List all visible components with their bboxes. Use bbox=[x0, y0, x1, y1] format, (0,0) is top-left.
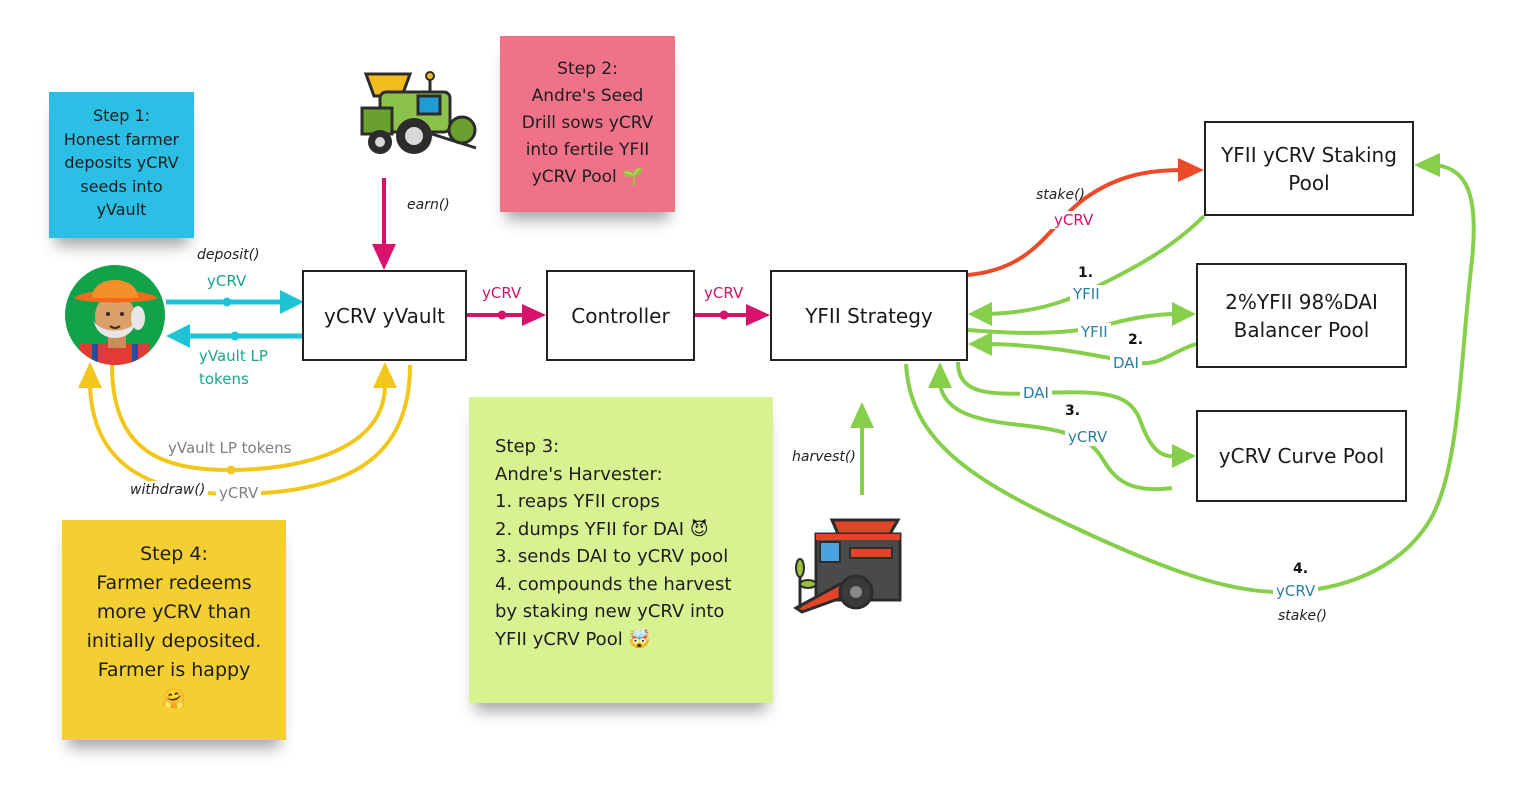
node-label: Pool bbox=[1288, 170, 1330, 195]
node-label: Controller bbox=[571, 303, 670, 328]
step4-line: initially deposited. bbox=[86, 630, 262, 652]
step4-line: Farmer redeems bbox=[96, 572, 252, 594]
step2-line: Drill sows yCRV bbox=[521, 113, 654, 133]
sticky-note-step1: Step 1: Honest farmer deposits yCRV seed… bbox=[49, 92, 194, 238]
node-label: yCRV Curve Pool bbox=[1218, 444, 1385, 468]
node-curve-pool[interactable]: yCRV Curve Pool bbox=[1196, 410, 1407, 502]
step1-line: Honest farmer bbox=[63, 129, 180, 149]
vault-to-controller-arrow bbox=[467, 304, 546, 326]
node-balancer-pool[interactable]: 2%YFII 98%DAI Balancer Pool bbox=[1196, 263, 1407, 368]
step3-line: 4. compounds the harvest bbox=[495, 573, 732, 595]
lp-tokens-arrow bbox=[166, 324, 302, 348]
stake-function-label: stake() bbox=[1036, 187, 1086, 203]
lp-tokens-label-line1: yVault LP bbox=[199, 347, 268, 365]
withdraw-lp-arrow bbox=[110, 362, 397, 475]
step4-token-label: yCRV bbox=[1273, 582, 1319, 600]
stake-arrow bbox=[967, 158, 1204, 277]
step3-line: 2. dumps YFII for DAI 😈 bbox=[495, 518, 709, 540]
step3-number: 3. bbox=[1065, 403, 1081, 419]
lp-tokens-label-line2: tokens bbox=[199, 370, 249, 388]
step3-in-token-label: yCRV bbox=[1065, 428, 1111, 446]
step2-line: Step 2: bbox=[557, 59, 618, 79]
withdraw-function-label: withdraw() bbox=[127, 481, 209, 499]
step3-line: YFII yCRV Pool 🤯 bbox=[495, 628, 651, 650]
withdraw-lp-tokens-label: yVault LP tokens bbox=[168, 439, 292, 457]
stake-token-label: yCRV bbox=[1051, 211, 1097, 229]
node-label: YFII Strategy bbox=[805, 303, 933, 328]
combine-harvester-icon bbox=[793, 518, 902, 614]
node-label: yCRV yVault bbox=[324, 303, 445, 328]
node-label: Balancer Pool bbox=[1233, 317, 1370, 342]
step2-line: yCRV Pool 🌱 bbox=[531, 167, 644, 187]
step4-line: Farmer is happy bbox=[97, 659, 251, 681]
step2-in-token-label: DAI bbox=[1110, 354, 1142, 372]
step3-line: Step 3: bbox=[495, 436, 560, 457]
earn-arrow bbox=[372, 178, 396, 270]
step2-line: Andre's Seed bbox=[531, 86, 644, 106]
step3-line: by staking new yCRV into bbox=[495, 601, 725, 622]
controller-to-strategy-token-label: yCRV bbox=[704, 284, 744, 302]
farmer-avatar-icon bbox=[65, 265, 165, 365]
sticky-note-step3: Step 3: Andre's Harvester: 1. reaps YFII… bbox=[469, 397, 773, 703]
node-staking-pool[interactable]: YFII yCRV Staking Pool bbox=[1204, 121, 1414, 216]
step3-line: 3. sends DAI to yCRV pool bbox=[495, 546, 729, 567]
vault-to-controller-token-label: yCRV bbox=[482, 284, 522, 302]
harvest-arrow bbox=[850, 402, 874, 495]
step3-line: 1. reaps YFII crops bbox=[495, 491, 660, 512]
node-yfii-strategy[interactable]: YFII Strategy bbox=[770, 270, 968, 361]
controller-to-strategy-arrow bbox=[695, 304, 770, 326]
step3-out-token-label: DAI bbox=[1020, 384, 1052, 402]
node-ycrv-yvault[interactable]: yCRV yVault bbox=[302, 270, 467, 361]
step1-line: yVault bbox=[96, 200, 147, 219]
step1-line: Step 1: bbox=[92, 106, 151, 125]
step4-line: Step 4: bbox=[140, 543, 208, 565]
node-label: YFII yCRV Staking bbox=[1221, 142, 1397, 167]
seed-drill-tractor-icon bbox=[360, 71, 477, 154]
deposit-arrow bbox=[166, 290, 304, 314]
sticky-note-step2: Step 2: Andre's Seed Drill sows yCRV int… bbox=[500, 36, 675, 212]
step3-dai-arrow bbox=[956, 361, 1196, 468]
deposit-token-label: yCRV bbox=[207, 272, 247, 290]
harvest-function-label: harvest() bbox=[792, 449, 856, 465]
node-controller[interactable]: Controller bbox=[546, 270, 695, 361]
step2-out-token-label: YFII bbox=[1078, 323, 1111, 341]
step4-line: more yCRV than bbox=[96, 601, 252, 623]
sticky-note-step4: Step 4: Farmer redeems more yCRV than in… bbox=[62, 520, 286, 740]
step1-line: seeds into bbox=[80, 176, 163, 196]
step1-yfii-arrow bbox=[968, 214, 1206, 326]
step1-token-label: YFII bbox=[1070, 285, 1103, 303]
withdraw-token-label: yCRV bbox=[216, 484, 262, 502]
step4-stake-arrow bbox=[904, 153, 1476, 595]
deposit-function-label: deposit() bbox=[197, 247, 260, 263]
step4-number: 4. bbox=[1293, 561, 1309, 577]
step2-number: 2. bbox=[1128, 332, 1144, 348]
node-label: 2%YFII 98%DAI bbox=[1225, 289, 1378, 314]
earn-function-label: earn() bbox=[407, 197, 450, 213]
step4-function-label: stake() bbox=[1278, 608, 1328, 624]
step1-line: deposits yCRV bbox=[64, 153, 179, 172]
step2-line: into fertile YFII bbox=[525, 140, 650, 160]
step3-line: Andre's Harvester: bbox=[495, 463, 663, 485]
step1-number: 1. bbox=[1078, 265, 1094, 281]
step4-line: 🤗 bbox=[162, 688, 186, 710]
